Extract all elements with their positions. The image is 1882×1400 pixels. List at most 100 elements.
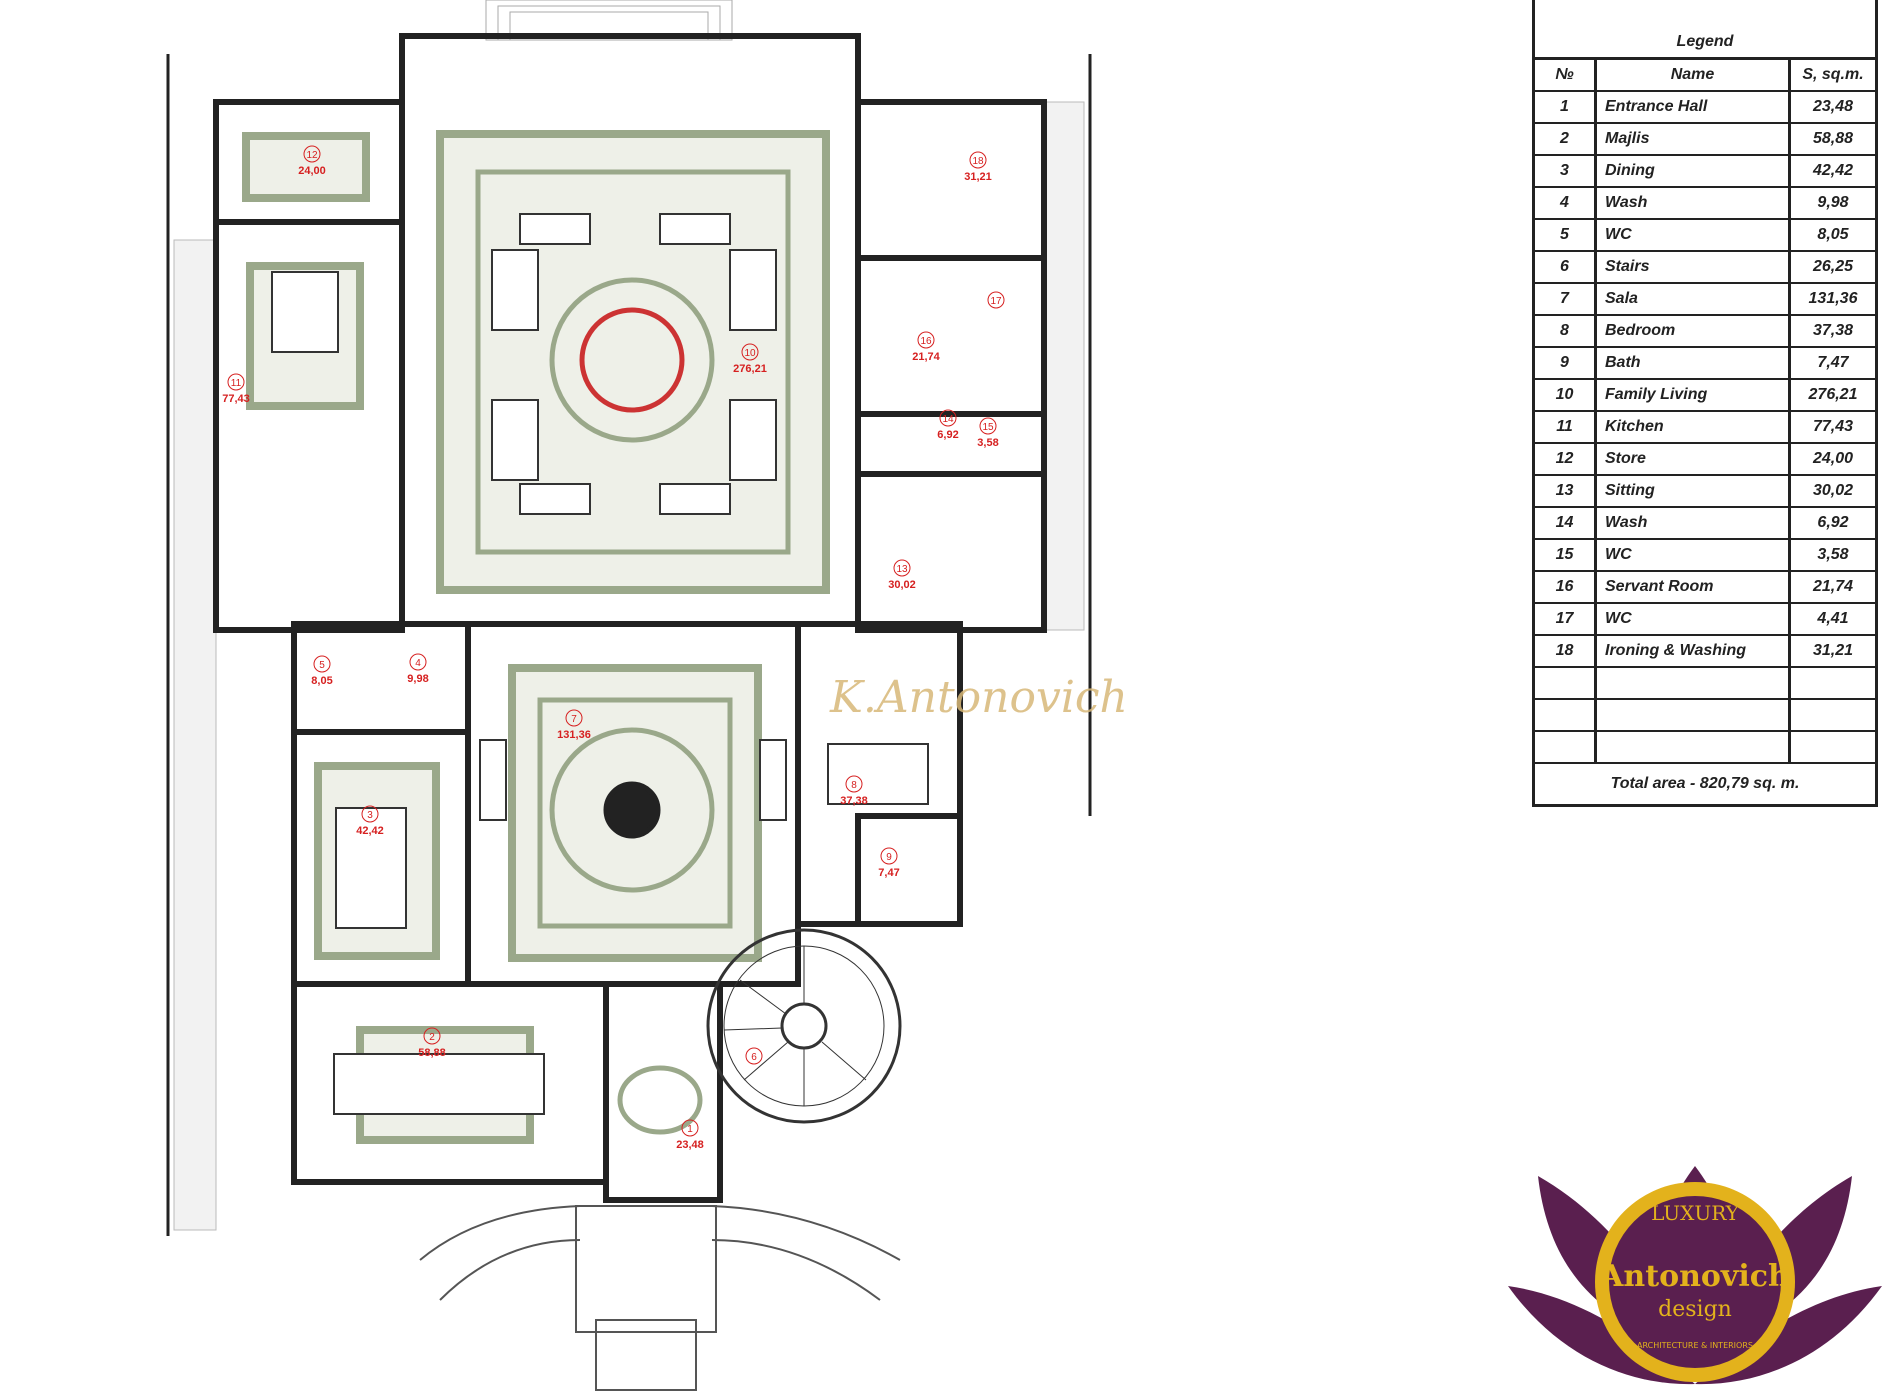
cell-c1: 7 [1535, 284, 1597, 314]
room-number: 9 [886, 852, 892, 863]
cell-c2: Sala [1597, 284, 1791, 314]
cell-c3 [1791, 668, 1875, 698]
cell-c3: 4,41 [1817, 610, 1849, 627]
cell-c3 [1791, 700, 1875, 730]
room-label: 342,42 [356, 805, 384, 837]
room-label: 258,88 [418, 1027, 446, 1059]
cell-c3: 24,00 [1812, 450, 1854, 467]
cell-c2: WC [1597, 604, 1791, 634]
legend-row-empty [1535, 732, 1875, 764]
cell-c1: 3 [1535, 156, 1597, 186]
room-number: 14 [942, 414, 954, 425]
cell-c1: 8 [1535, 316, 1597, 346]
room-label: 58,05 [311, 655, 333, 687]
entrance-porch [419, 1205, 901, 1391]
room-area: 58,88 [418, 1047, 446, 1059]
cell-c3: 276,21 [1808, 386, 1858, 403]
cell-c3: 42,42 [1812, 162, 1854, 179]
cell-c3: 37,38 [1812, 322, 1854, 339]
room-number-circle [681, 1119, 699, 1137]
cell-c3: 8,05 [1817, 226, 1849, 243]
medallion-entrance [617, 1065, 703, 1135]
room-servant [855, 255, 1047, 417]
room-number: 18 [972, 156, 984, 167]
room-bath [855, 813, 963, 927]
room-number: 6 [751, 1052, 757, 1063]
cell-c2 [1597, 668, 1791, 698]
room-label: 153,58 [977, 417, 999, 449]
cell-c1: 11 [1535, 412, 1597, 442]
logo-ring: ARCHITECTURE & INTERIORS [1637, 1341, 1753, 1350]
room-number: 10 [744, 348, 756, 359]
cell-c3 [1791, 732, 1875, 762]
logo-luxury: LUXURY [1651, 1201, 1740, 1225]
room-number-circle [845, 775, 863, 793]
cell-c1: 17 [1535, 604, 1597, 634]
cell-c3: 7,47 [1817, 354, 1849, 371]
cell-c1: 13 [1535, 476, 1597, 506]
room-number: 2 [429, 1032, 435, 1043]
room-area: 24,00 [298, 165, 326, 177]
room-area: 77,43 [222, 393, 250, 405]
cell-c2: Ironing & Washing [1597, 636, 1791, 666]
room-area: 23,48 [676, 1139, 704, 1151]
carpet-store [242, 132, 370, 202]
cell-c2: WC [1597, 540, 1791, 570]
header-area: S, sq.m. [1802, 66, 1864, 83]
cell-c2: Wash [1597, 188, 1791, 218]
room-area: 276,21 [733, 363, 767, 375]
room-label: 146,92 [937, 409, 959, 441]
cell-c1: 1 [1535, 92, 1597, 122]
cell-c2: Majlis [1597, 124, 1791, 154]
cell-c1 [1535, 732, 1597, 762]
cell-c2: Family Living [1597, 380, 1791, 410]
room-number: 1 [687, 1124, 693, 1135]
room-label: 17 [987, 291, 1005, 309]
cell-c1: 15 [1535, 540, 1597, 570]
room-area: 7,47 [878, 867, 899, 879]
room-number-circle [939, 409, 957, 427]
cell-c1: 10 [1535, 380, 1597, 410]
cell-c2: Bath [1597, 348, 1791, 378]
cell-c3: 9,98 [1817, 194, 1849, 211]
top-steps [485, 0, 733, 41]
room-area: 3,58 [977, 437, 998, 449]
room-number-circle [227, 373, 245, 391]
cell-c1: 9 [1535, 348, 1597, 378]
room-area: 131,36 [557, 729, 591, 741]
cell-c1: 5 [1535, 220, 1597, 250]
medallion-family-living [549, 277, 715, 443]
room-area: 6,92 [937, 429, 958, 441]
room-area: 9,98 [407, 673, 428, 685]
logo-name: Antonovich [1599, 1259, 1790, 1294]
cell-c2: Kitchen [1597, 412, 1791, 442]
cell-c2: Dining [1597, 156, 1791, 186]
logo-design: design [1658, 1297, 1732, 1322]
room-number-circle [423, 1027, 441, 1045]
room-number-circle [893, 559, 911, 577]
cell-c1: 16 [1535, 572, 1597, 602]
room-number: 15 [982, 422, 994, 433]
room-number-circle [745, 1047, 763, 1065]
room-entrance-hall [603, 981, 723, 1203]
cell-c1: 12 [1535, 444, 1597, 474]
floor-plan: K.Antonovich 1224,001177,4310276,211831,… [166, 0, 1128, 1391]
cell-c1: 4 [1535, 188, 1597, 218]
room-number-circle [303, 145, 321, 163]
room-number-circle [565, 709, 583, 727]
cell-c3: 3,58 [1817, 546, 1849, 563]
terrace-left [173, 239, 217, 1231]
room-area: 37,38 [840, 795, 868, 807]
spiral-stairs [706, 928, 902, 1124]
